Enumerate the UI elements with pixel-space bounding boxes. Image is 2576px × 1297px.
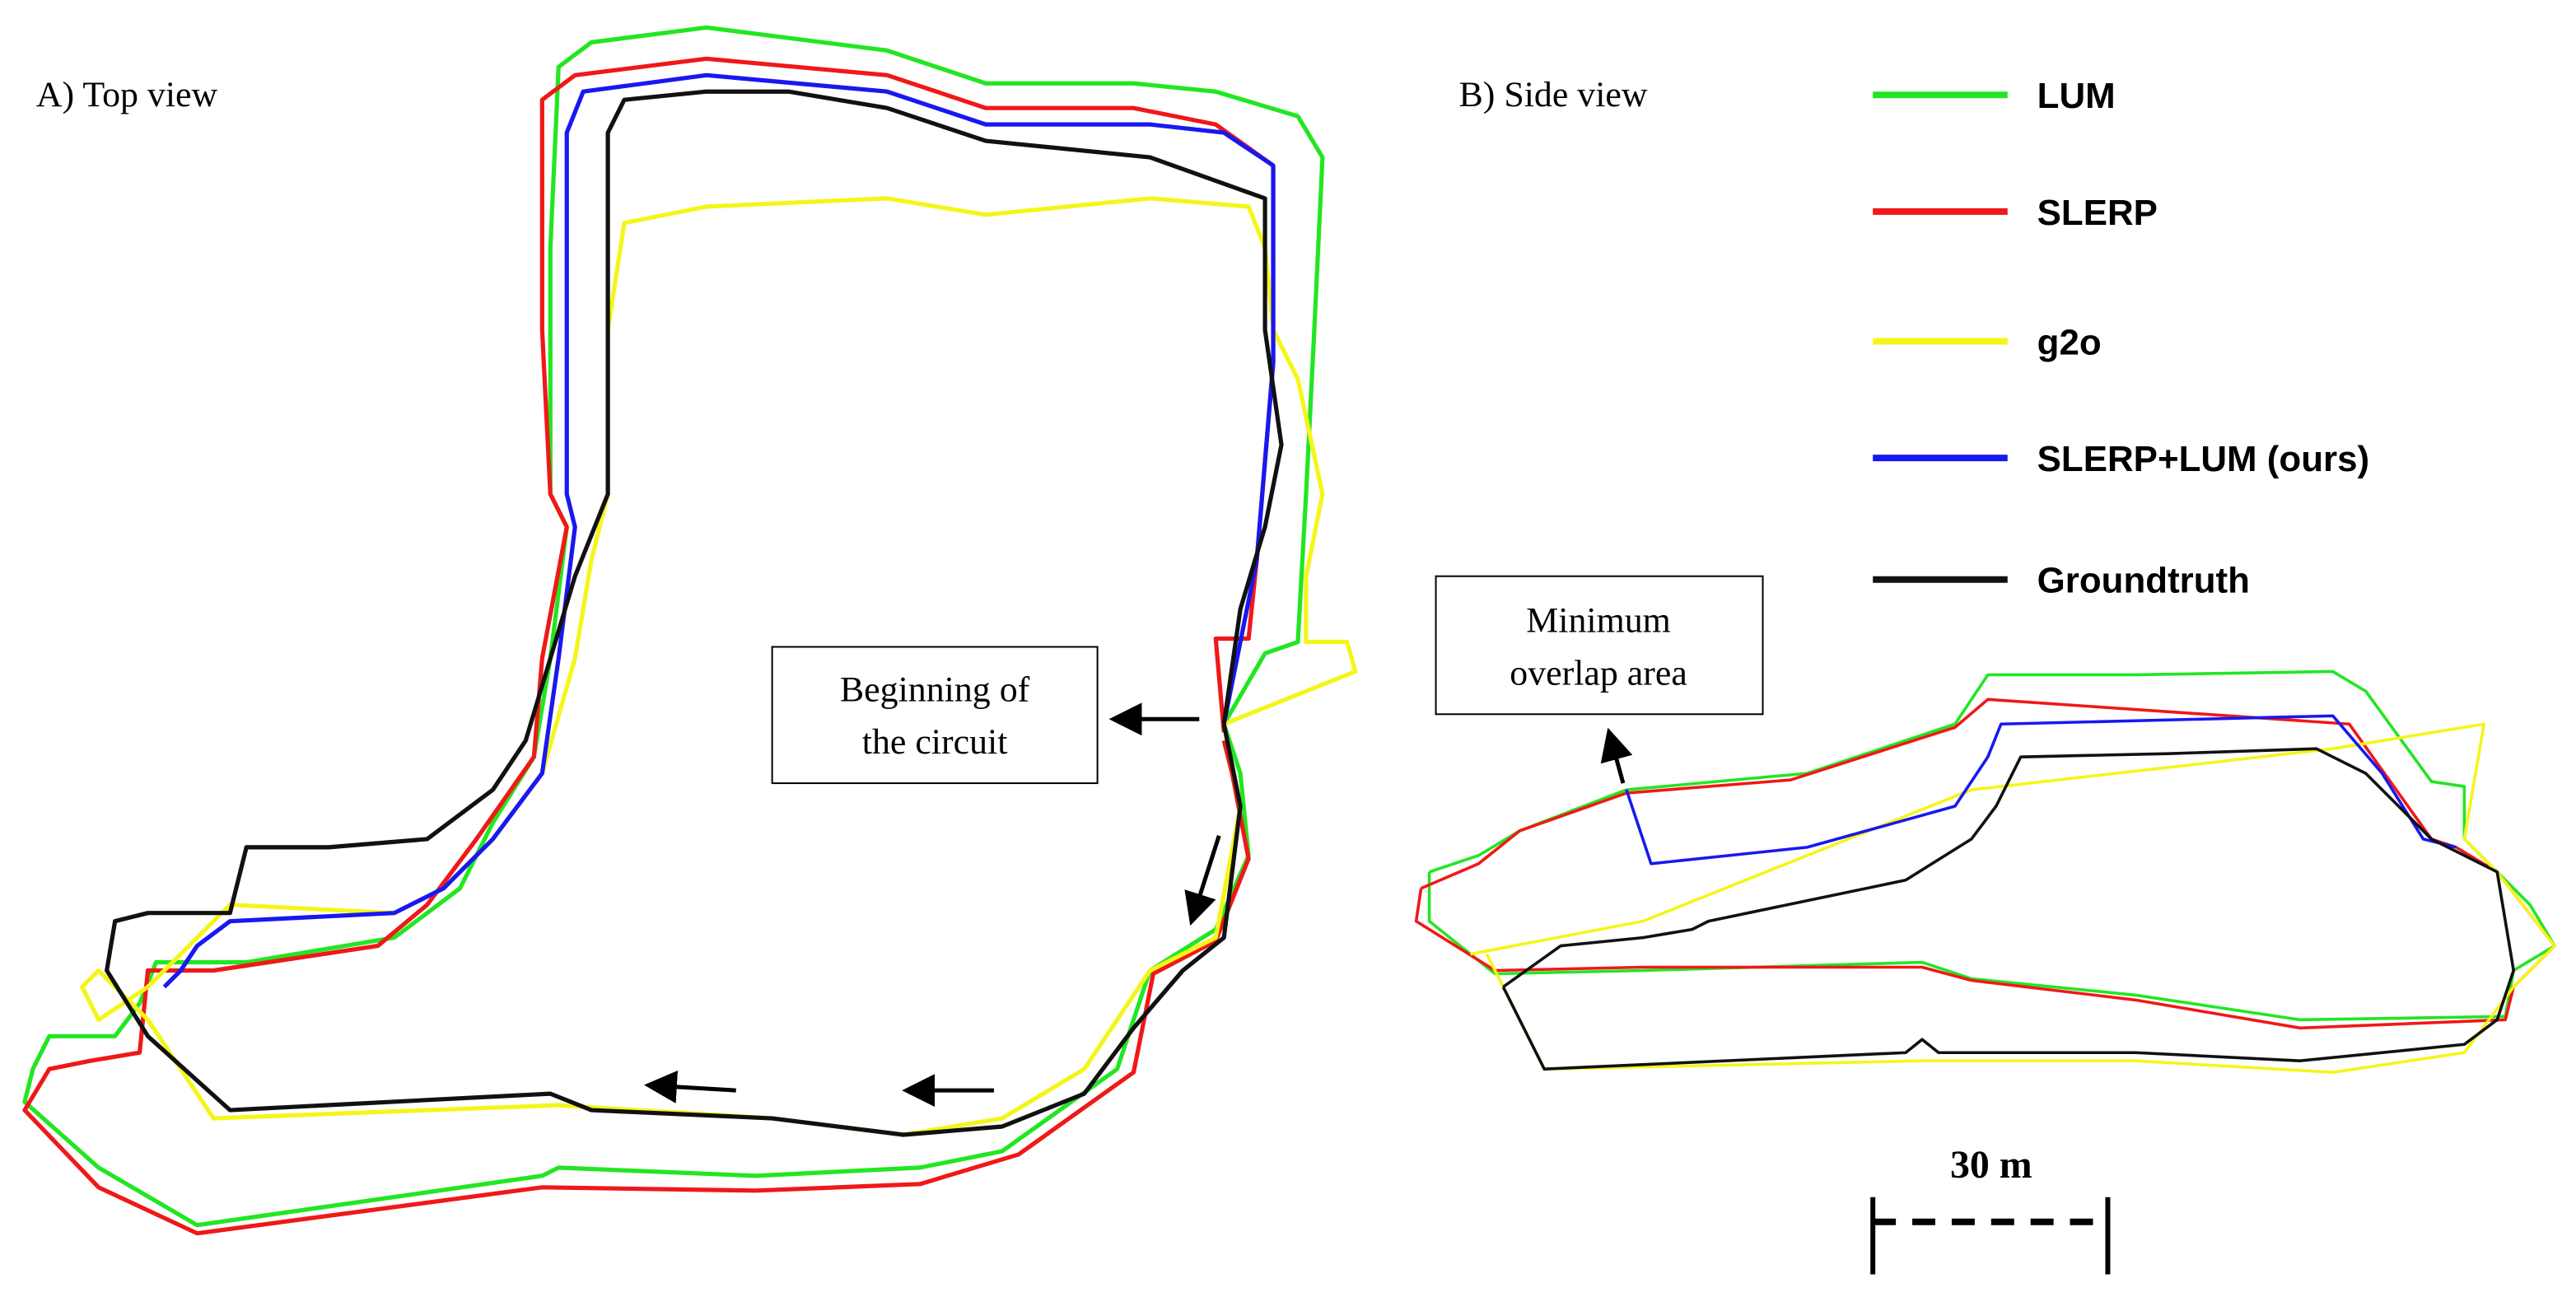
start-annotation-line1: Beginning of	[840, 669, 1030, 709]
top-lum-trajectory	[22, 25, 1325, 1228]
arrow-icon	[1600, 727, 1633, 784]
top-slerp-trajectory	[22, 56, 1276, 1236]
legend-label: SLERP+LUM (ours)	[2037, 439, 2369, 479]
top-view-label: A) Top view	[36, 75, 218, 114]
top-groundtruth-trajectory	[105, 89, 1284, 1137]
legend-item-slerp: SLERP	[1873, 193, 2158, 233]
arrow-icon	[1184, 835, 1221, 926]
legend-label: LUM	[2037, 76, 2116, 116]
arrow-icon	[644, 1070, 736, 1103]
scale-bar: 30 m	[1870, 1143, 2111, 1275]
direction-arrows	[644, 702, 1633, 1108]
top-view-plot	[22, 25, 1358, 1236]
overlap-annotation-line2: overlap area	[1510, 653, 1687, 693]
start-annotation-line2: the circuit	[862, 722, 1008, 762]
overlap-annotation-line1: Minimum	[1526, 601, 1671, 641]
legend-label: Groundtruth	[2037, 561, 2250, 601]
side-view-label: B) Side view	[1458, 75, 1647, 114]
start-annotation: Beginning of the circuit	[771, 646, 1099, 785]
top-slerp-lum-trajectory	[162, 72, 1276, 989]
legend-item-lum: LUM	[1873, 76, 2116, 116]
side-groundtruth-trajectory	[1501, 747, 2515, 1071]
legend-label: g2o	[2037, 322, 2102, 362]
legend-item-groundtruth: Groundtruth	[1873, 561, 2250, 601]
legend-item-slerp-lum: SLERP+LUM (ours)	[1873, 439, 2369, 479]
side-g2o-trajectory	[1470, 722, 2556, 1074]
side-view-plot	[1414, 669, 2556, 1074]
overlap-annotation: Minimum overlap area	[1435, 575, 1764, 716]
legend-item-g2o: g2o	[1873, 322, 2102, 362]
legend-label: SLERP	[2037, 193, 2158, 233]
side-slerp-lum-trajectory	[1625, 714, 2457, 865]
legend: LUM SLERP g2o SLERP+LUM (ours) Groundtru…	[1873, 76, 2369, 601]
scale-bar-label: 30 m	[1950, 1143, 2032, 1187]
